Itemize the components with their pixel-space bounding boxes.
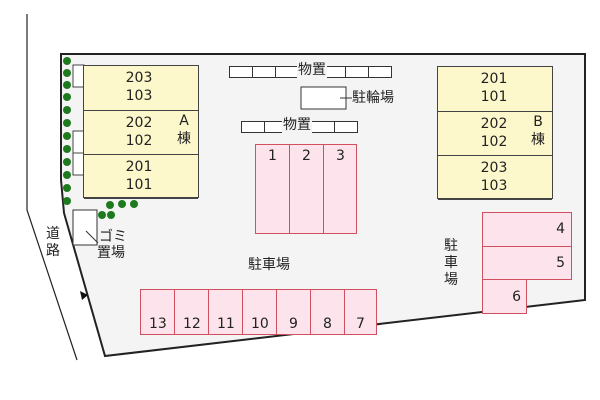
unit-number: 202 [125,115,153,131]
parking-stall: 3 [323,144,357,234]
stall-number: 4 [556,221,565,237]
parking-stall: 10 [242,289,277,335]
stall-number: 11 [217,316,235,332]
building-letter: B [533,114,543,130]
parking-stall: 4 [482,212,572,247]
building-b-unit-row: 201 101 [438,67,552,112]
road-edge-outer [26,14,78,361]
parking-stall: 9 [276,289,311,335]
bike-parking-label: 駐輪場 [352,90,394,106]
tree-row [63,57,138,219]
stall-number: 9 [289,316,298,332]
unit-number: 101 [125,177,153,193]
building-suffix: 棟 [531,132,545,148]
trash-area-label-line2: 置場 [97,245,125,261]
parking-bottom-block: 13 12 11 10 9 8 7 [140,289,377,335]
stall-number: 5 [556,255,565,271]
building-b-unit-row: 203 103 [438,156,552,200]
parking-stall: 5 [482,246,572,280]
building-b-unit-row: 202 102 [438,112,552,156]
trash-area-label: ゴミ 置場 [97,229,127,261]
unit-number: 203 [480,160,508,176]
stall-number: 12 [183,316,201,332]
unit-number: 201 [480,71,508,87]
trash-area-label-line1: ゴミ [99,229,127,245]
parking-stall: 13 [140,289,175,335]
stall-number: 6 [512,289,521,305]
parking-stall: 2 [289,144,324,234]
parking-stall: 7 [344,289,377,335]
trash-area-box [72,209,98,246]
parking-stall: 12 [174,289,209,335]
unit-number: 101 [480,89,508,105]
building-b-label: B 棟 [528,113,548,149]
unit-number: 202 [480,116,508,132]
parking-right-label: 駐車場 [444,238,458,288]
unit-number: 102 [480,134,508,150]
stall-number: 2 [302,148,311,164]
building-letter: A [179,113,189,129]
building-b: 201 101 202 102 203 103 B 棟 [437,66,553,200]
parking-stall: 8 [310,289,345,335]
storage-top-label: 物置 [297,62,327,79]
stall-number: 1 [268,148,277,164]
parking-stall: 11 [208,289,243,335]
stall-number: 10 [251,316,269,332]
building-a: 203 103 202 102 201 101 A 棟 [83,65,199,199]
building-a-unit-row: 202 102 [84,111,198,155]
stall-number: 13 [149,316,167,332]
unit-number: 103 [480,178,508,194]
building-a-label: A 棟 [174,112,194,148]
stall-number: 8 [323,316,332,332]
building-a-unit-row: 201 101 [84,155,198,199]
entrance-arrow-icon [80,291,88,300]
parking-stall: 1 [255,144,290,234]
storage-mid-label: 物置 [282,117,312,134]
parking-center-label: 駐車場 [248,257,290,273]
unit-number: 201 [125,159,153,175]
building-a-unit-row: 203 103 [84,66,198,111]
stall-number: 3 [336,148,345,164]
unit-number: 103 [125,88,153,104]
road-label: 道路 [46,226,60,259]
parking-stall: 6 [482,279,527,314]
parking-center-block: 1 2 3 [255,144,357,234]
bike-parking-box [300,86,347,110]
unit-number: 102 [125,133,153,149]
trash-area-leader [85,230,99,244]
building-suffix: 棟 [177,131,191,147]
stall-number: 7 [356,316,365,332]
unit-number: 203 [125,70,153,86]
